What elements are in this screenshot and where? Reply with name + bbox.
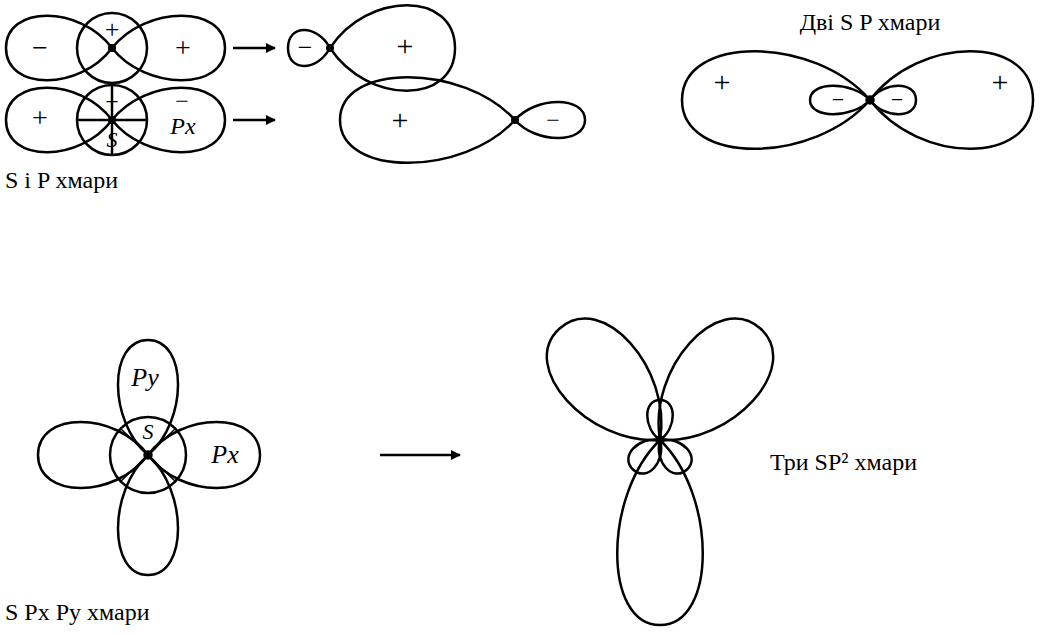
s-orbital — [77, 85, 147, 155]
orbital-name: S — [143, 421, 154, 443]
sign: − — [546, 108, 560, 132]
p-lobe — [38, 422, 148, 488]
caption: S i P хмари — [5, 168, 118, 192]
hybrid-lobe — [628, 300, 792, 469]
hybrid-lobe — [647, 400, 673, 440]
hybrid-lobe — [623, 430, 671, 479]
orbital-name: Px — [170, 114, 195, 138]
sign: + — [105, 89, 119, 113]
nucleus — [657, 437, 664, 444]
arrow — [233, 119, 275, 122]
nucleus — [108, 44, 116, 52]
hybrid-lobe — [528, 300, 692, 469]
hybrid-lobe — [288, 30, 330, 66]
nucleus — [326, 44, 334, 52]
sign: + — [105, 17, 120, 43]
orbital-name: S — [107, 129, 118, 151]
hybrid-lobe — [870, 51, 1033, 149]
s-orbital — [77, 13, 147, 83]
sign: + — [397, 31, 414, 61]
s-orbital — [110, 417, 186, 493]
sign: + — [992, 67, 1009, 97]
sign: − — [32, 34, 48, 62]
p-lobe — [148, 422, 260, 488]
sign: − — [298, 35, 313, 61]
hybrid-lobe — [649, 430, 697, 479]
nucleus — [145, 452, 152, 459]
caption: S Px Py хмари — [5, 600, 150, 624]
arrow — [233, 47, 275, 50]
hybrid-lobe — [515, 102, 585, 138]
p-lobe — [6, 16, 112, 81]
p-lobe — [118, 340, 178, 455]
orbital-name: Py — [131, 365, 158, 391]
sign: + — [32, 104, 48, 132]
orbital-name: Px — [211, 442, 238, 468]
arrow — [380, 454, 460, 457]
sign: − — [832, 89, 844, 111]
hybrid-lobe — [682, 51, 870, 149]
sign: + — [714, 67, 731, 97]
sign: − — [175, 89, 189, 113]
sign: + — [392, 105, 409, 135]
nucleus — [108, 116, 116, 124]
hybrid-lobe — [340, 77, 515, 163]
p-lobe — [112, 16, 225, 81]
hybrid-lobe — [810, 86, 870, 115]
hybrid-lobe — [870, 86, 916, 115]
sign: + — [175, 34, 191, 62]
caption: Три SP² хмари — [770, 450, 917, 474]
caption: Дві S P хмари — [800, 10, 941, 34]
nucleus — [867, 97, 874, 104]
sign: − — [891, 89, 903, 111]
nucleus — [511, 116, 519, 124]
